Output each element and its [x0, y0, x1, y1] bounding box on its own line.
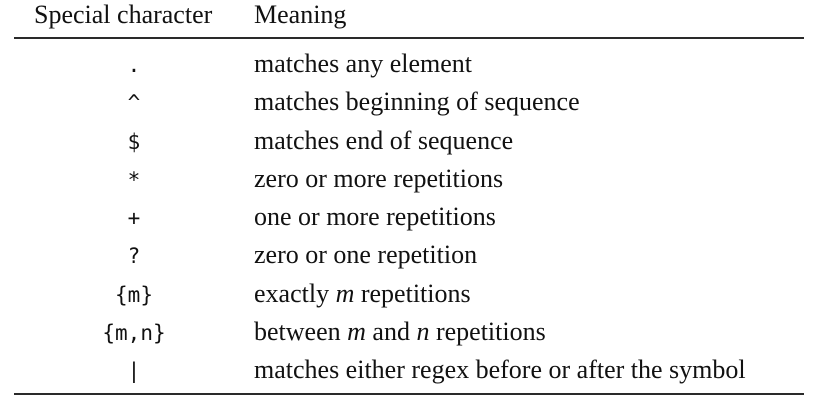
symbol-cell: {m} [115, 282, 153, 307]
table-row: * zero or more repetitions [14, 161, 804, 199]
table-row: {m,n} between m and n repetitions [14, 314, 804, 352]
symbol-cell: * [127, 167, 141, 192]
meaning-cell: between m and n repetitions [254, 317, 546, 347]
table-header-row: Special character Meaning [14, 0, 804, 36]
table-row: | matches either regex before or after t… [14, 352, 804, 390]
table-row: $ matches end of sequence [14, 123, 804, 161]
meaning-cell: matches any element [254, 49, 473, 78]
symbol-cell: ? [127, 244, 141, 269]
symbol-cell: $ [127, 129, 141, 154]
meaning-cell: matches end of sequence [254, 125, 514, 155]
meaning-cell: matches beginning of sequence [254, 87, 580, 117]
meaning-cell: exactly m repetitions [254, 278, 471, 308]
meaning-cell: zero or one repetition [254, 240, 478, 270]
table-row: + one or more repetitions [14, 199, 804, 237]
symbol-cell: + [127, 206, 141, 231]
header-meaning: Meaning [254, 0, 347, 29]
table-top-rule [14, 37, 804, 39]
table-row: ^ matches beginning of sequence [14, 84, 804, 122]
meaning-cell: one or more repetitions [254, 202, 496, 232]
symbol-cell: {m,n} [102, 321, 166, 346]
table-row: . matches any element [14, 46, 804, 84]
meaning-cell: matches either regex before or after the… [254, 355, 746, 385]
table-row: ? zero or one repetition [14, 237, 804, 275]
header-special-character: Special character [34, 0, 213, 29]
table-body: . matches any element ^ matches beginnin… [14, 46, 804, 391]
table-row: {m} exactly m repetitions [14, 276, 804, 314]
symbol-cell: . [127, 53, 141, 77]
meaning-cell: zero or more repetitions [254, 163, 504, 193]
table-bottom-rule [14, 393, 804, 395]
special-characters-table: Special character Meaning . matches any … [14, 0, 804, 395]
symbol-cell: ^ [127, 91, 141, 116]
symbol-cell: | [127, 359, 141, 384]
